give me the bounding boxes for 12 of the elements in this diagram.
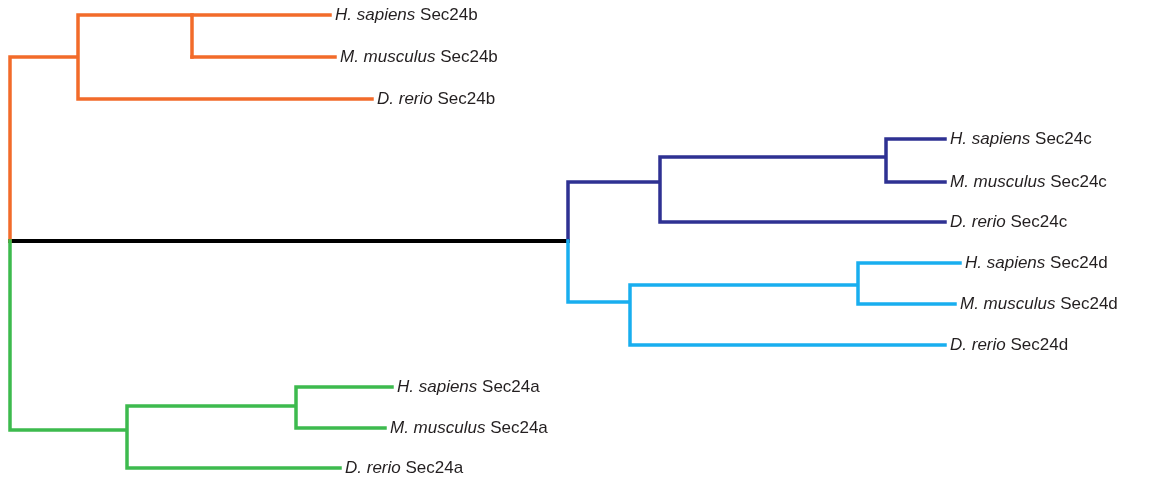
species-label: D. rerio Sec24d	[950, 335, 1069, 355]
species-label: M. musculus Sec24d	[960, 294, 1118, 314]
species-label: H. sapiens Sec24a	[397, 377, 540, 397]
species-label: M. musculus Sec24c	[950, 172, 1107, 192]
species-label: H. sapiens Sec24d	[965, 253, 1108, 273]
species-label: H. sapiens Sec24b	[335, 5, 478, 25]
species-label: M. musculus Sec24a	[390, 418, 548, 438]
species-label: D. rerio Sec24b	[377, 89, 496, 109]
species-label: D. rerio Sec24c	[950, 212, 1068, 232]
species-label: D. rerio Sec24a	[345, 458, 464, 478]
species-label: H. sapiens Sec24c	[950, 129, 1092, 149]
species-label: M. musculus Sec24b	[340, 47, 498, 67]
